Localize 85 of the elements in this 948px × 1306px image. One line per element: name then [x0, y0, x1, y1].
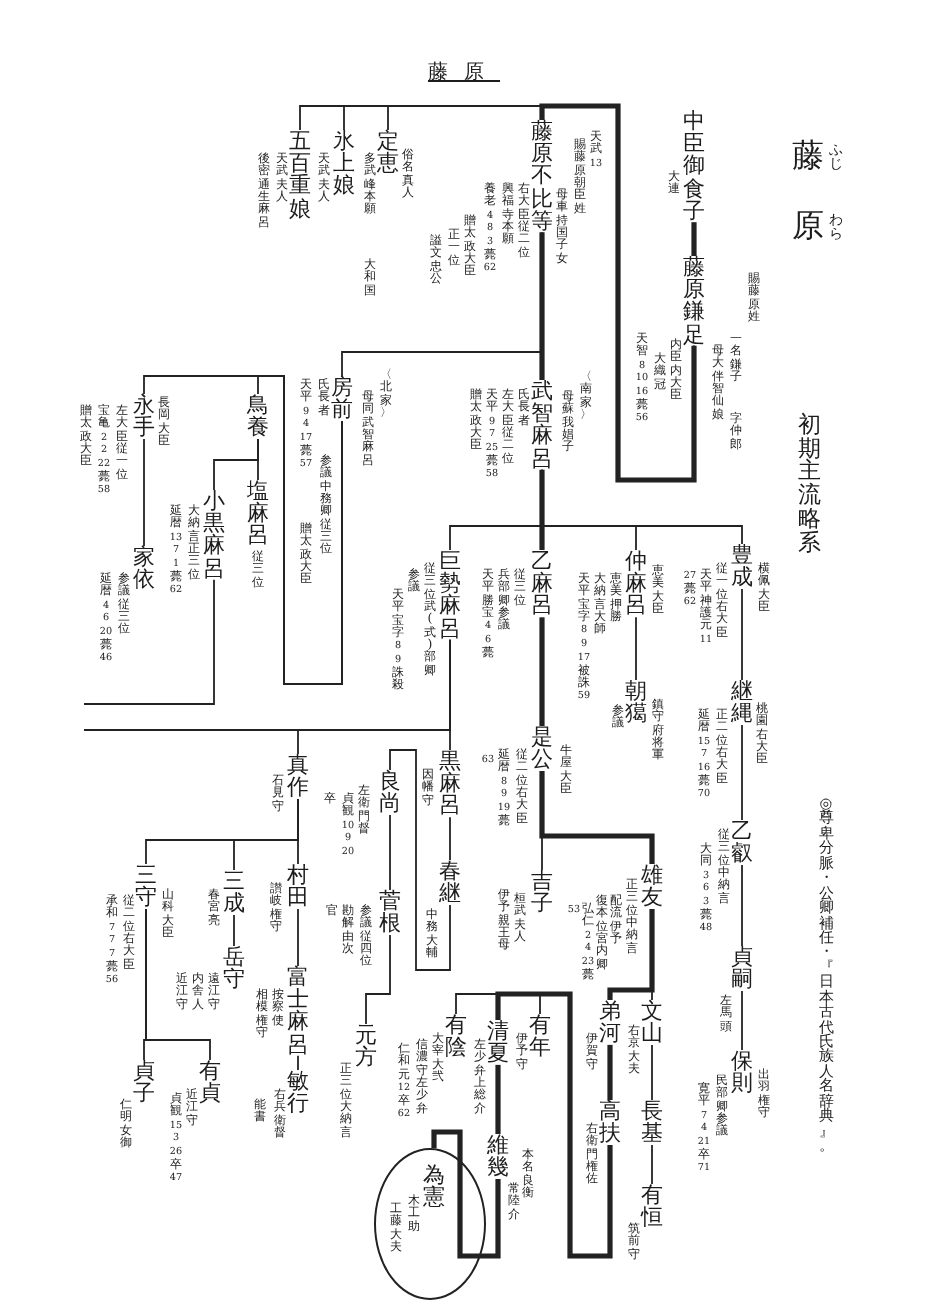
person-name: 良尚 [377, 770, 403, 815]
person-name: 貞子 [131, 1060, 157, 1105]
connector-line [389, 814, 391, 891]
person-name: 維幾 [485, 1134, 511, 1179]
connector-line [83, 638, 451, 731]
person-name: 永手 [131, 394, 157, 439]
person-name: 雄友 [639, 864, 665, 909]
connector-line [389, 749, 451, 971]
connector-line [297, 1054, 299, 1071]
person-name: 黒麻呂 [437, 750, 463, 818]
connector-line [495, 991, 613, 1259]
person-name: 藤原鎌足 [681, 256, 707, 346]
person-name: 長基 [639, 1100, 665, 1145]
person-name: 清夏 [485, 1020, 511, 1065]
subtitle: 初期主流略系 [797, 414, 823, 555]
connector-line [607, 908, 655, 1000]
person-name: 藤原不比等 [529, 120, 555, 233]
person-name: 是公 [529, 726, 555, 771]
person-name: 保則 [729, 1050, 755, 1095]
person-name: 五百重娘 [287, 130, 313, 220]
connector-line [449, 816, 451, 861]
person-name: 三成 [221, 870, 247, 915]
connector-line [83, 578, 215, 705]
person-name: 春継 [437, 860, 463, 905]
connector-line [257, 375, 343, 685]
connector-line [741, 588, 743, 681]
connector-line [365, 934, 391, 1025]
person-name: 仲麻呂 [623, 550, 649, 618]
connector-line [495, 1064, 501, 1134]
person-name: 元方 [353, 1024, 379, 1069]
person-name: 弟河 [597, 1000, 623, 1045]
circled-name [374, 1148, 486, 1300]
person-name: 巨勢麻呂 [437, 550, 463, 640]
person-name: 乙麻呂 [529, 550, 555, 618]
person-name: 吉子 [529, 870, 555, 915]
person-name: 房前 [329, 376, 355, 421]
person-name: 定恵 [375, 130, 401, 175]
connector-line [431, 1129, 501, 1259]
heading: 藤原 [428, 62, 500, 84]
connector-line [651, 1144, 653, 1185]
title: 藤原 [790, 134, 826, 249]
person-name: 真作 [285, 754, 311, 799]
person-name: 有陰 [443, 1014, 469, 1059]
connector-line [741, 990, 743, 1051]
person-name: 継縄 [729, 680, 755, 725]
person-name: 富士麻呂 [285, 966, 311, 1056]
person-name: 乙叡 [729, 820, 755, 865]
connector-line [297, 908, 299, 967]
person-name: 朝獦 [623, 680, 649, 725]
connector-line [539, 469, 545, 550]
connector-line [741, 724, 743, 821]
person-name: 氷上娘 [331, 130, 357, 198]
connector-line [741, 864, 743, 947]
person-name: 貞嗣 [729, 946, 755, 991]
connector-line [213, 438, 259, 491]
person-name: 敏行 [285, 1070, 311, 1115]
person-name: 塩麻呂 [245, 480, 271, 548]
connector-line [539, 232, 545, 380]
connector-line [539, 617, 545, 726]
connector-line [145, 908, 211, 1061]
person-name: 村田 [285, 864, 311, 909]
connector-line [233, 914, 235, 947]
person-name: 岳守 [221, 946, 247, 991]
person-name: 武智麻呂 [529, 380, 555, 470]
connector-line [297, 798, 299, 865]
connector-line [143, 438, 145, 547]
person-name: 菅根 [377, 890, 403, 935]
connector-line [539, 770, 655, 864]
person-name: 三守 [133, 864, 159, 909]
person-name: 文山 [639, 1000, 665, 1045]
person-name: 為憲 [421, 1164, 447, 1209]
connector-line [607, 1044, 613, 1100]
person-name: 家依 [131, 546, 157, 591]
person-name: 有年 [527, 1014, 553, 1059]
connector-line [691, 222, 697, 256]
person-name: 有貞 [197, 1060, 223, 1105]
connector-line [635, 616, 637, 681]
person-name: 有恒 [639, 1184, 665, 1229]
person-name: 中臣御食子 [681, 110, 707, 223]
person-name: 鳥養 [245, 394, 271, 439]
person-name: 豊成 [729, 544, 755, 589]
connector-line [539, 103, 697, 483]
connector-line [651, 1044, 653, 1101]
person-name: 高扶 [597, 1100, 623, 1145]
person-name: 小黒麻呂 [201, 490, 227, 580]
